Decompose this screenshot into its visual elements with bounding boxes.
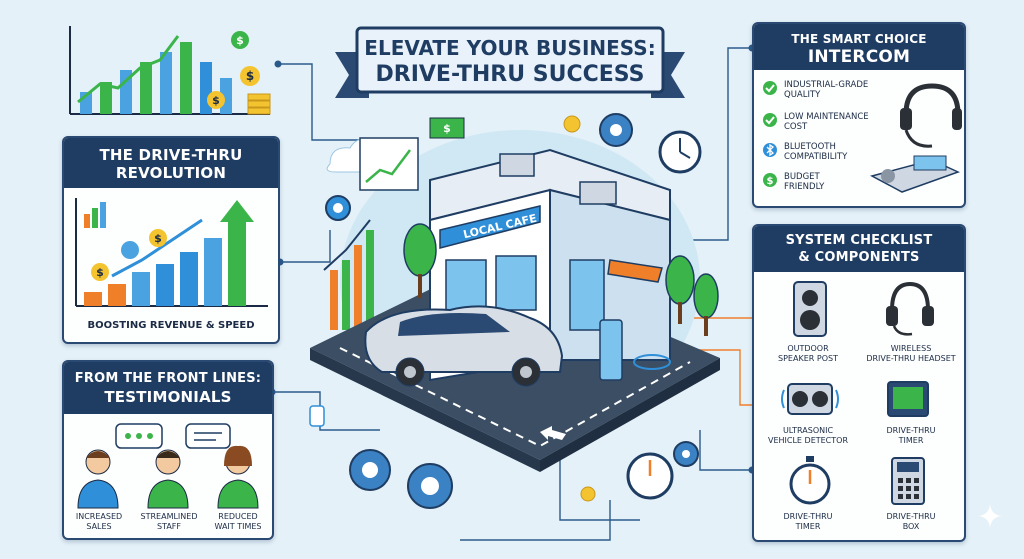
intercom-title: THE SMART CHOICE INTERCOM bbox=[754, 24, 964, 70]
stopwatch-icon bbox=[789, 456, 831, 505]
keypad-box-icon bbox=[891, 457, 925, 505]
svg-text:$: $ bbox=[767, 176, 774, 187]
component-6-line-2: BOX bbox=[902, 522, 920, 531]
revolution-title-line-1: THE DRIVE-THRU bbox=[99, 146, 243, 164]
svg-text:$: $ bbox=[246, 69, 254, 83]
component-4-line-1: DRIVE-THRU bbox=[886, 426, 936, 435]
testimonial-2-line-2: STAFF bbox=[156, 522, 182, 531]
testimonials-title-line-2: TESTIMONIALS bbox=[104, 388, 232, 406]
component-2-line-2: DRIVE-THRU HEADSET bbox=[866, 354, 956, 363]
speaker-icon bbox=[793, 281, 827, 337]
feature-4-line-2: FRIENDLY bbox=[784, 182, 825, 192]
testimonial-1-line-1: INCREASED bbox=[75, 512, 123, 521]
component-5-line-2: TIMER bbox=[795, 522, 821, 531]
intercom-title-line-2: INTERCOM bbox=[807, 47, 911, 67]
revenue-chart-illustration: $ $ bbox=[75, 198, 268, 307]
testimonial-2-line-1: STREAMLINED bbox=[140, 512, 198, 521]
component-label-4: DRIVE-THRU TIMER bbox=[858, 426, 964, 446]
testimonial-1-line-2: SALES bbox=[86, 522, 112, 531]
testimonial-label-1: INCREASED SALES bbox=[68, 512, 130, 532]
checklist-panel: SYSTEM CHECKLIST & COMPONENTS OUTDOOR SP… bbox=[752, 224, 966, 542]
component-1-line-2: SPEAKER POST bbox=[778, 354, 838, 363]
testimonial-label-2: STREAMLINED STAFF bbox=[136, 512, 202, 532]
testimonials-title-line-1: FROM THE FRONT LINES: bbox=[74, 371, 262, 386]
revolution-panel: THE DRIVE-THRU REVOLUTION $ $ BOOSTING R… bbox=[62, 136, 280, 344]
banner-line-2: DRIVE-THRU SUCCESS bbox=[375, 62, 645, 87]
component-2-line-1: WIRELESS bbox=[890, 344, 932, 353]
component-label-3: ULTRASONIC VEHICLE DETECTOR bbox=[758, 426, 858, 446]
checklist-title: SYSTEM CHECKLIST & COMPONENTS bbox=[754, 226, 964, 272]
feature-3-line-2: COMPATIBILITY bbox=[784, 152, 848, 162]
feature-1-line-1: INDUSTRIAL-GRADE bbox=[784, 80, 869, 90]
check-icon bbox=[763, 81, 777, 95]
component-label-6: DRIVE-THRU BOX bbox=[858, 512, 964, 532]
banner-line-1: ELEVATE YOUR BUSINESS: bbox=[364, 36, 656, 60]
revolution-title: THE DRIVE-THRU REVOLUTION bbox=[64, 138, 278, 188]
headset-icon bbox=[886, 281, 934, 336]
headset-intercom-icon bbox=[869, 83, 962, 193]
svg-text:$: $ bbox=[236, 34, 244, 47]
feature-1-line-2: QUALITY bbox=[784, 90, 821, 100]
feature-4-line-1: BUDGET bbox=[784, 172, 820, 182]
person-avatar-1 bbox=[77, 449, 119, 509]
intercom-title-line-1: THE SMART CHOICE bbox=[791, 32, 927, 46]
dollar-icon: $ bbox=[763, 173, 777, 187]
component-1-line-1: OUTDOOR bbox=[787, 344, 829, 353]
check-icon bbox=[763, 113, 777, 127]
ultrasonic-detector-icon bbox=[781, 383, 839, 415]
bluetooth-icon bbox=[763, 143, 777, 157]
revolution-title-line-2: REVOLUTION bbox=[115, 164, 227, 182]
revolution-caption: BOOSTING REVENUE & SPEED bbox=[87, 320, 255, 331]
checklist-title-line-2: & COMPONENTS bbox=[798, 250, 920, 265]
svg-text:$: $ bbox=[443, 122, 451, 135]
component-4-line-2: TIMER bbox=[898, 436, 924, 445]
component-3-line-2: VEHICLE DETECTOR bbox=[767, 436, 849, 445]
testimonial-3-line-2: WAIT TIMES bbox=[214, 522, 262, 531]
sparkle-icon bbox=[978, 504, 1002, 528]
testimonials-title: FROM THE FRONT LINES: TESTIMONIALS bbox=[64, 362, 272, 414]
component-3-line-1: ULTRASONIC bbox=[782, 426, 834, 435]
testimonial-people-illustration bbox=[77, 423, 259, 509]
checklist-title-line-1: SYSTEM CHECKLIST bbox=[785, 233, 933, 248]
component-label-2: WIRELESS DRIVE-THRU HEADSET bbox=[858, 344, 964, 364]
component-6-line-1: DRIVE-THRU bbox=[886, 512, 936, 521]
svg-text:$: $ bbox=[154, 232, 162, 245]
testimonial-3-line-1: REDUCED bbox=[218, 512, 258, 521]
testimonials-panel: FROM THE FRONT LINES: TESTIMONIALS INCRE… bbox=[62, 360, 274, 540]
svg-text:$: $ bbox=[96, 266, 104, 279]
drive-thru-scene-illustration: $ bbox=[309, 113, 720, 509]
feature-3-line-1: BLUETOOTH bbox=[784, 142, 836, 152]
component-5-line-1: DRIVE-THRU bbox=[783, 512, 833, 521]
component-label-5: DRIVE-THRU TIMER bbox=[758, 512, 858, 532]
timer-display-icon bbox=[887, 381, 929, 417]
growth-chart-illustration: $ $ $ bbox=[69, 26, 271, 115]
feature-2-line-2: COST bbox=[784, 122, 808, 132]
title-banner: ELEVATE YOUR BUSINESS: DRIVE-THRU SUCCES… bbox=[335, 22, 685, 102]
feature-2-line-1: LOW MAINTENANCE bbox=[784, 112, 869, 122]
svg-text:$: $ bbox=[212, 94, 220, 107]
testimonial-label-3: REDUCED WAIT TIMES bbox=[206, 512, 270, 532]
person-avatar-2 bbox=[147, 449, 189, 509]
component-label-1: OUTDOOR SPEAKER POST bbox=[758, 344, 858, 364]
person-avatar-3 bbox=[217, 445, 259, 509]
intercom-panel: THE SMART CHOICE INTERCOM INDUSTRIAL-GRA… bbox=[752, 22, 966, 208]
